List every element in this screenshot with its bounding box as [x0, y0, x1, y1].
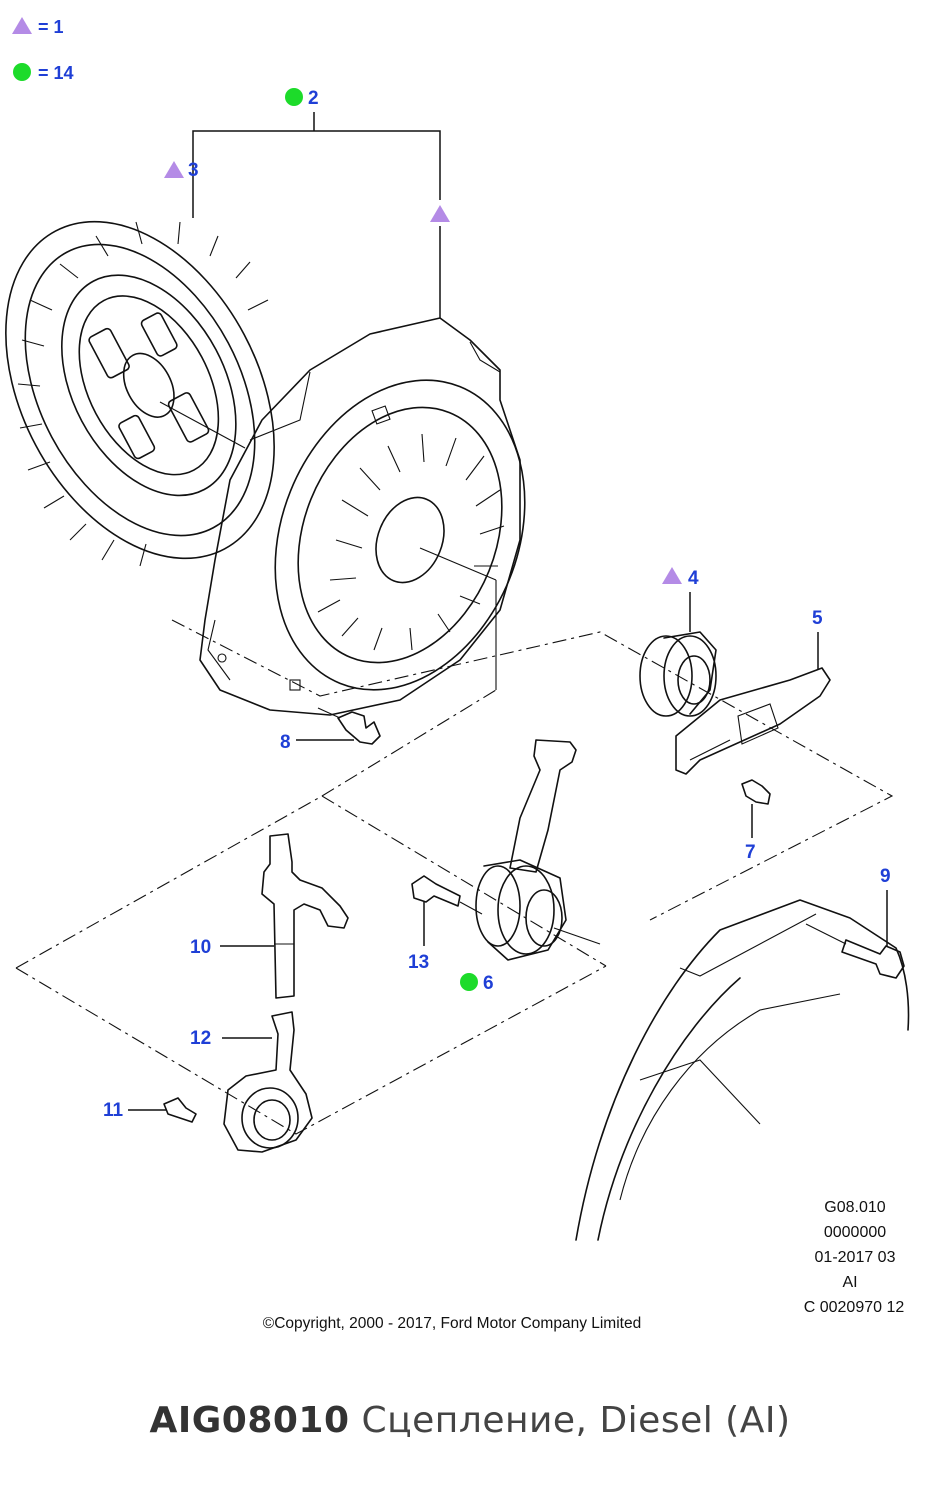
legend-circle-label: = 14 [38, 63, 74, 83]
bolt-7 [741, 779, 771, 805]
callout-4-triangle-icon [662, 567, 682, 584]
kit-circle-icon [285, 88, 303, 106]
legend-circle-icon [13, 63, 31, 81]
callout-6: 6 [483, 973, 494, 994]
bolt-13 [411, 875, 483, 915]
service-triangle-icon [430, 205, 450, 222]
bolt-8 [317, 707, 381, 745]
bolt-9 [805, 923, 905, 979]
callout-8: 8 [280, 732, 291, 753]
callout-2: 2 [308, 88, 319, 109]
callout-13: 13 [408, 952, 429, 973]
ref-line-3: 01-2017 03 [815, 1249, 896, 1266]
caption-code: AIG08010 [149, 1400, 350, 1441]
callout-11: 11 [103, 1100, 124, 1121]
callout-10: 10 [190, 937, 211, 958]
callout-12: 12 [190, 1028, 211, 1049]
copyright: ©Copyright, 2000 - 2017, Ford Motor Comp… [263, 1315, 641, 1332]
bolt-11 [163, 1097, 197, 1123]
ref-line-5: C 0020970 12 [804, 1299, 905, 1316]
caption-title: Сцепление, Diesel (AI) [349, 1400, 791, 1441]
callout-5: 5 [812, 608, 823, 629]
pipe-connector [261, 833, 349, 999]
ref-line-1: G08.010 [824, 1199, 885, 1216]
legend: = 1 = 14 [12, 17, 74, 83]
callout-9: 9 [880, 866, 891, 887]
assembly-bracket: 2 [192, 88, 450, 318]
legend-triangle-label: = 1 [38, 17, 64, 37]
clutch-disc [5, 220, 275, 560]
release-fork [675, 667, 831, 775]
ref-line-4: AI [842, 1274, 857, 1291]
pressure-plate [199, 317, 526, 716]
callout-4: 4 [688, 568, 699, 589]
slave-cylinder-small [223, 1011, 313, 1153]
page-caption: AIG08010 Сцепление, Diesel (AI) [0, 1400, 940, 1441]
release-bearing [639, 631, 717, 717]
callout-6-circle-icon [460, 973, 478, 991]
legend-triangle-icon [12, 17, 32, 34]
bell-housing [575, 899, 910, 1241]
ref-line-2: 0000000 [824, 1224, 886, 1241]
slave-cylinder [475, 739, 577, 961]
callout-3: 3 [188, 160, 199, 181]
callout-7: 7 [745, 842, 756, 863]
callout-3-triangle-icon [164, 161, 184, 178]
drawing-reference: G08.010 0000000 01-2017 03 AI C 0020970 … [804, 1199, 905, 1316]
clutch-exploded-diagram: = 1 = 14 2 3 [5, 17, 910, 1332]
disc-friction-slots [17, 221, 269, 567]
